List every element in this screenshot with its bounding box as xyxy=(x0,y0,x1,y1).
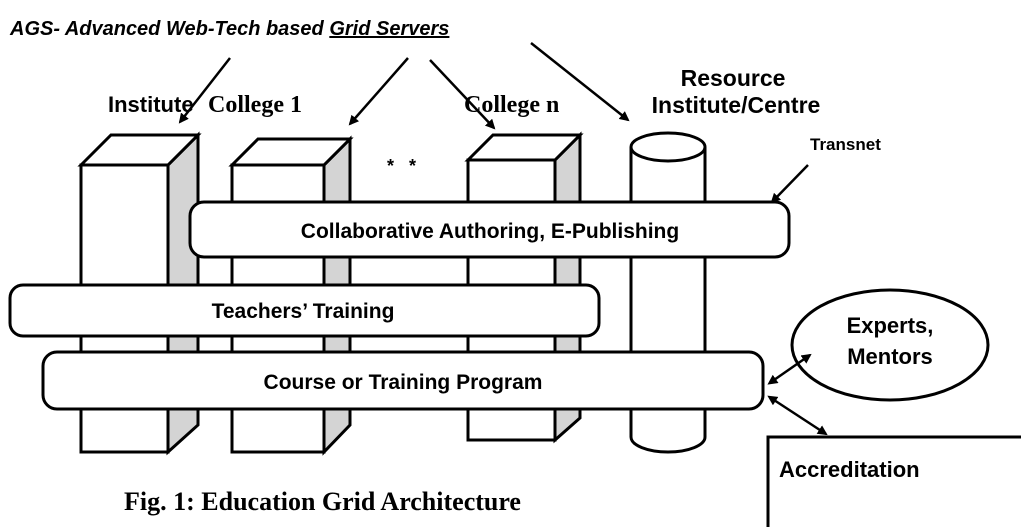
experts-ellipse xyxy=(790,288,990,402)
experts-label-line2: Mentors xyxy=(847,344,933,369)
institute-label: Institute xyxy=(108,92,194,117)
figure-caption: Fig. 1: Education Grid Architecture xyxy=(124,487,521,516)
ellipsis-marker: * * xyxy=(387,156,416,176)
course-program-layer: Course or Training Program xyxy=(41,350,765,411)
arrow-to-college-n xyxy=(429,59,496,130)
accreditation-node: Accreditation xyxy=(766,435,1021,532)
college-1-label: College 1 xyxy=(208,92,302,118)
header-grid-servers: Grid Servers xyxy=(329,18,449,40)
header-title: AGS- Advanced Web-Tech based Grid Server… xyxy=(9,18,449,40)
arrow-course-experts xyxy=(767,353,812,385)
arrow-transnet xyxy=(770,164,809,204)
teachers-training-label: Teachers’ Training xyxy=(212,300,395,323)
experts-mentors-node: Experts, Mentors xyxy=(790,288,990,402)
teachers-training-box xyxy=(8,283,601,338)
course-program-label: Course or Training Program xyxy=(264,371,543,394)
header-prefix: AGS- Advanced Web-Tech based xyxy=(9,18,329,40)
collaborative-authoring-layer: Collaborative Authoring, E-Publishing xyxy=(188,200,791,259)
accreditation-label: Accreditation xyxy=(779,457,920,482)
arrow-to-institute xyxy=(178,57,231,124)
teachers-training-layer: Teachers’ Training xyxy=(8,283,601,338)
arrow-to-college-1 xyxy=(348,57,409,126)
accreditation-box xyxy=(766,435,1021,532)
arrow-to-resource-centre xyxy=(530,42,630,122)
resource-label-line1: Resource xyxy=(681,65,786,91)
collaborative-authoring-label: Collaborative Authoring, E-Publishing xyxy=(301,220,679,243)
college-n-label: College n xyxy=(464,92,559,118)
transnet-label: Transnet xyxy=(810,135,881,154)
arrow-course-accreditation xyxy=(767,395,828,436)
experts-label-line1: Experts, xyxy=(847,313,934,338)
resource-cylinder-top xyxy=(629,131,707,163)
course-program-box xyxy=(41,350,765,411)
resource-label-line2: Institute/Centre xyxy=(652,92,821,118)
collaborative-authoring-box xyxy=(188,200,791,259)
